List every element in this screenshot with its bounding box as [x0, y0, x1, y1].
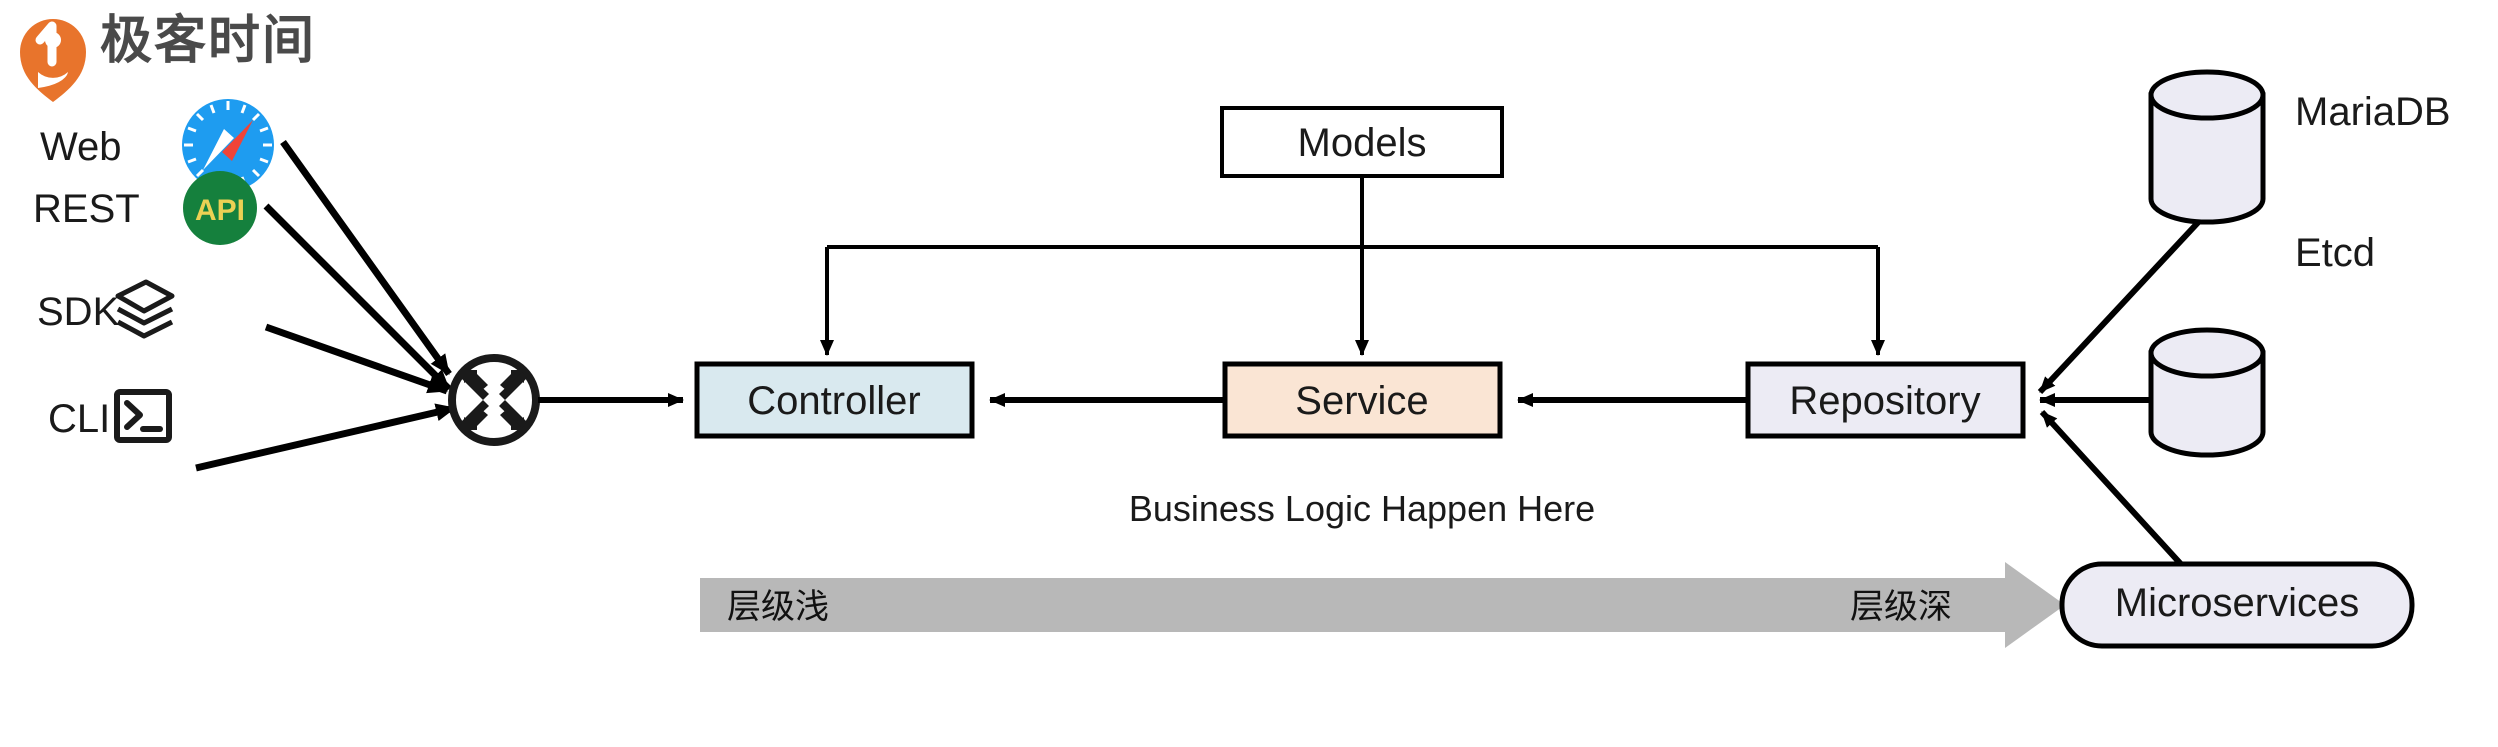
edge-mariadb-to-repository: [2037, 212, 2208, 395]
microservices-box-icon: [2059, 561, 2415, 649]
client-label-rest: REST: [33, 187, 140, 231]
edge-models-bus: [820, 176, 1885, 356]
router-hub-node[interactable]: [448, 354, 540, 446]
models-node[interactable]: Models: [1220, 106, 1504, 178]
microservices-node[interactable]: Microservices: [2059, 561, 2415, 649]
edge-microservices-to-repository: [2039, 409, 2203, 588]
edge-web-to-hub: [280, 139, 452, 377]
mariadb-label: MariaDB: [2295, 90, 2451, 134]
depth-band-right-label: 层级深: [1850, 587, 1952, 627]
repository-label: Repository: [1789, 379, 1980, 423]
edge-cli-to-hub: [195, 403, 456, 472]
geektime-logo-icon: [20, 19, 86, 102]
mariadb-node[interactable]: MariaDB: [2148, 69, 2451, 225]
controller-node[interactable]: Controller: [694, 361, 975, 439]
etcd-label: Etcd: [2295, 231, 2375, 275]
microservices-label: Microservices: [2115, 581, 2359, 625]
client-label-web: Web: [40, 125, 122, 169]
depth-gradient-band: 层级浅 层级深: [700, 562, 2065, 648]
api-badge-text: API: [195, 194, 245, 227]
brand-name: 极客时间: [100, 11, 316, 71]
database-cylinder-icon: [2148, 69, 2266, 225]
models-label: Models: [1298, 121, 1427, 165]
api-badge-icon: API: [183, 171, 257, 245]
stacked-layers-icon: [115, 279, 175, 339]
service-label: Service: [1295, 379, 1428, 423]
controller-label: Controller: [747, 379, 920, 423]
four-way-expand-arrows-icon: [461, 370, 527, 430]
depth-band-left-label: 层级浅: [727, 587, 829, 627]
client-label-cli: CLI: [48, 397, 110, 441]
edge-rest-to-hub: [264, 323, 449, 395]
service-node[interactable]: Service: [1222, 361, 1503, 439]
client-label-sdk: SDK: [37, 290, 120, 334]
business-logic-caption: Business Logic Happen Here: [1129, 488, 1595, 529]
terminal-prompt-icon: [114, 389, 172, 443]
repository-node[interactable]: Repository: [1745, 361, 2026, 439]
etcd-node[interactable]: Etcd: [2148, 231, 2375, 458]
edge-sdk-to-hub: [263, 203, 452, 392]
database-cylinder-icon: [2148, 327, 2266, 458]
